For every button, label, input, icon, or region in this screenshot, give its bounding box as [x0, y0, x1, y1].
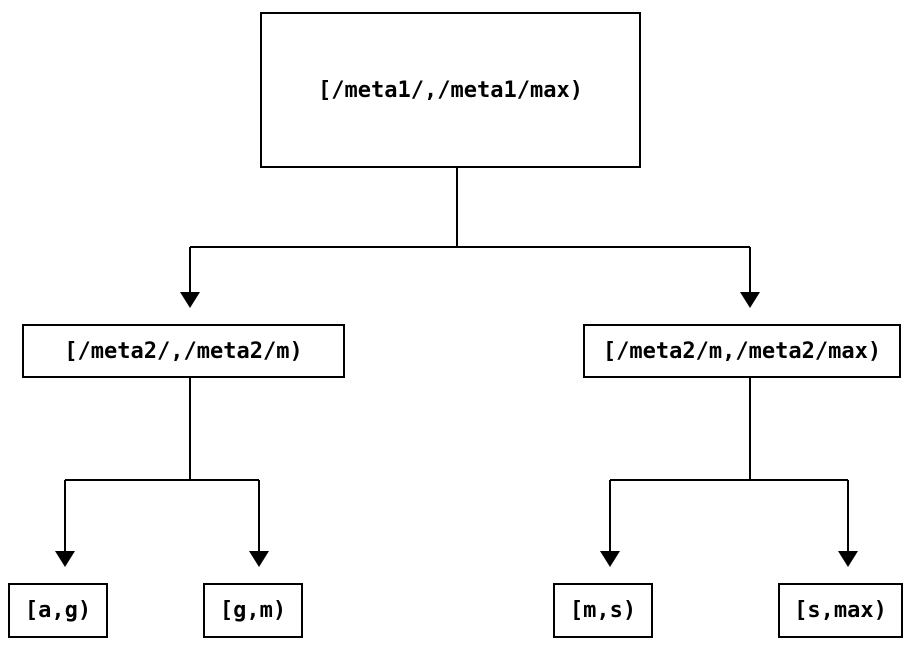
- node-leaf-s-max-label: [s,max): [794, 598, 887, 623]
- node-leaf-g-m: [g,m): [203, 583, 303, 638]
- arrowhead-to-leaf-ms: [600, 551, 620, 567]
- node-root-label: [/meta1/,/meta1/max): [318, 77, 583, 103]
- node-meta2-high-label: [/meta2/m,/meta2/max): [602, 338, 882, 364]
- edge-meta2-high-to-leaves: [600, 378, 858, 567]
- node-leaf-a-g-label: [a,g): [24, 598, 92, 623]
- arrowhead-to-leaf-smax: [838, 551, 858, 567]
- node-meta2-low-range: [/meta2/,/meta2/m): [22, 324, 345, 378]
- arrowhead-to-meta2-high: [740, 292, 760, 308]
- node-meta2-high-range: [/meta2/m,/meta2/max): [583, 324, 901, 378]
- node-leaf-m-s-label: [m,s): [569, 598, 637, 623]
- node-leaf-s-max: [s,max): [778, 583, 903, 638]
- node-meta2-low-label: [/meta2/,/meta2/m): [64, 338, 303, 364]
- node-leaf-g-m-label: [g,m): [219, 598, 287, 623]
- arrowhead-to-meta2-low: [180, 292, 200, 308]
- arrowhead-to-leaf-ag: [55, 551, 75, 567]
- edge-root-to-children: [180, 168, 760, 308]
- node-leaf-m-s: [m,s): [553, 583, 653, 638]
- node-root-meta1-range: [/meta1/,/meta1/max): [260, 12, 641, 168]
- node-leaf-a-g: [a,g): [8, 583, 108, 638]
- edge-meta2-low-to-leaves: [55, 378, 269, 567]
- arrowhead-to-leaf-gm: [249, 551, 269, 567]
